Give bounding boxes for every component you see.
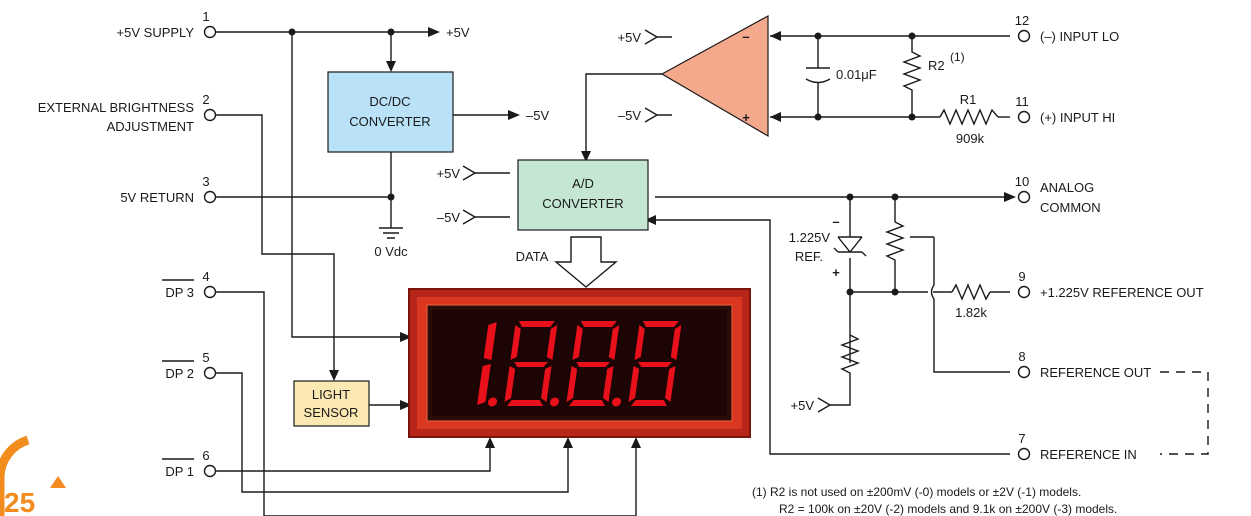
logo-arrow-icon [50,476,66,488]
pin4-label: DP 3 [165,285,194,300]
arrows [329,27,1016,448]
light-label-line1: LIGHT [312,387,350,402]
anniversary-logo: 25 [0,435,66,516]
r1-value: 909k [956,131,985,146]
arrow-dp2-to-display [563,437,573,448]
pin8-label: REFERENCE OUT [1040,365,1151,380]
pin11-number: 11 [1015,94,1029,109]
opamp-minus5v-label: –5V [618,108,641,123]
chevron-ad-plus5v [462,165,477,181]
pin10-label-line1: ANALOG [1040,180,1094,195]
capacitor-value: 0.01μF [836,67,877,82]
opamp-minus-sign: – [742,29,749,44]
pin4-number: 4 [202,269,209,284]
pin6-label: DP 1 [165,464,194,479]
arrow-analog-common [1004,192,1016,202]
led-display [408,288,751,438]
r2-label: R2 [928,58,945,73]
r-ref-value: 1.82k [955,305,987,320]
chevron-ad-minus5v [462,209,477,225]
chevron-opamp-minus5v [644,107,672,123]
pin2-label-line2: ADJUSTMENT [107,119,194,134]
ref-plus5v-label: +5V [791,398,815,413]
component-labels: +5V –5V 0 Vdc DATA +5V –5V +5V –5V +5V 0… [374,25,987,413]
pin-labels: 1 +5V SUPPLY 2 EXTERNAL BRIGHTNESS ADJUS… [38,9,1204,479]
pin1-number: 1 [202,9,209,24]
plus5v-out-label: +5V [446,25,470,40]
arrow-into-opamp-plus [770,112,781,122]
chevron-ref-plus5v [817,397,832,413]
arrow-into-light-sensor [329,370,339,381]
r2-note-ref: (1) [950,50,965,64]
ad-label-line1: A/D [572,176,594,191]
light-label-line2: SENSOR [304,405,359,420]
ad-converter-block: A/D CONVERTER [517,159,649,231]
data-bus-arrow [554,236,618,288]
zero-vdc-label: 0 Vdc [374,244,408,259]
opamp-plus-sign: + [742,110,750,125]
pin7-label: REFERENCE IN [1040,447,1137,462]
ad-label-line2: CONVERTER [542,196,623,211]
footnote-line1: (1) R2 is not used on ±200mV (-0) models… [752,485,1081,499]
light-sensor-block: LIGHT SENSOR [293,380,370,427]
arrow-opamp-to-ad [581,151,591,162]
ref-voltage-label: 1.225V [789,230,831,245]
arrow-light-to-display [400,400,412,410]
r1-label: R1 [960,92,977,107]
pin11-label: (+) INPUT HI [1040,110,1115,125]
pin9-number: 9 [1018,269,1025,284]
pin10-label-line2: COMMON [1040,200,1101,215]
pin3-number: 3 [202,174,209,189]
pin8-number: 8 [1018,349,1025,364]
arrow-minus5v-out [508,110,520,120]
pin2-number: 2 [202,92,209,107]
pin10-number: 10 [1015,174,1029,189]
pin5-label: DP 2 [165,366,194,381]
arrow-dp3-to-display [631,437,641,448]
arrow-dp1-to-display [485,437,495,448]
footnotes: (1) R2 is not used on ±200mV (-0) models… [752,485,1117,516]
arrow-into-dcdc [386,61,396,72]
ad-plus5v-label: +5V [437,166,461,181]
arrow-supply-to-display [400,332,412,342]
logo-arc [0,435,30,516]
pin1-label: +5V SUPPLY [117,25,195,40]
zener-minus-sign: – [832,214,839,229]
pin2-label-line1: EXTERNAL BRIGHTNESS [38,100,195,115]
ref-label: REF. [795,249,823,264]
pin6-number: 6 [202,448,209,463]
pin12-label: (–) INPUT LO [1040,29,1119,44]
zener-plus-sign: + [832,265,840,280]
chevron-opamp-plus5v [644,29,672,45]
opamp-plus5v-label: +5V [618,30,642,45]
footnote-line2: R2 = 100k on ±20V (-2) models and 9.1k o… [779,502,1117,516]
arrow-into-opamp-minus [770,31,781,41]
pin7-number: 7 [1018,431,1025,446]
wires [216,31,1209,516]
dcdc-converter-block: DC/DC CONVERTER [327,71,454,153]
minus5v-out-label: –5V [526,108,549,123]
arrow-plus5v-out [428,27,440,37]
logo-text: 25 [4,487,35,516]
data-label: DATA [516,249,549,264]
pin3-label: 5V RETURN [120,190,194,205]
pin5-number: 5 [202,350,209,365]
pin12-number: 12 [1015,13,1029,28]
dcdc-label-line1: DC/DC [369,94,410,109]
pin9-label: +1.225V REFERENCE OUT [1040,285,1204,300]
ad-minus5v-label: –5V [437,210,460,225]
junctions [288,28,916,296]
arrow-ref-in-to-ad [645,215,656,225]
dcdc-label-line2: CONVERTER [349,114,430,129]
op-amp: – + [660,14,769,138]
pin-terminals [203,25,1031,478]
display-digits [477,321,682,407]
